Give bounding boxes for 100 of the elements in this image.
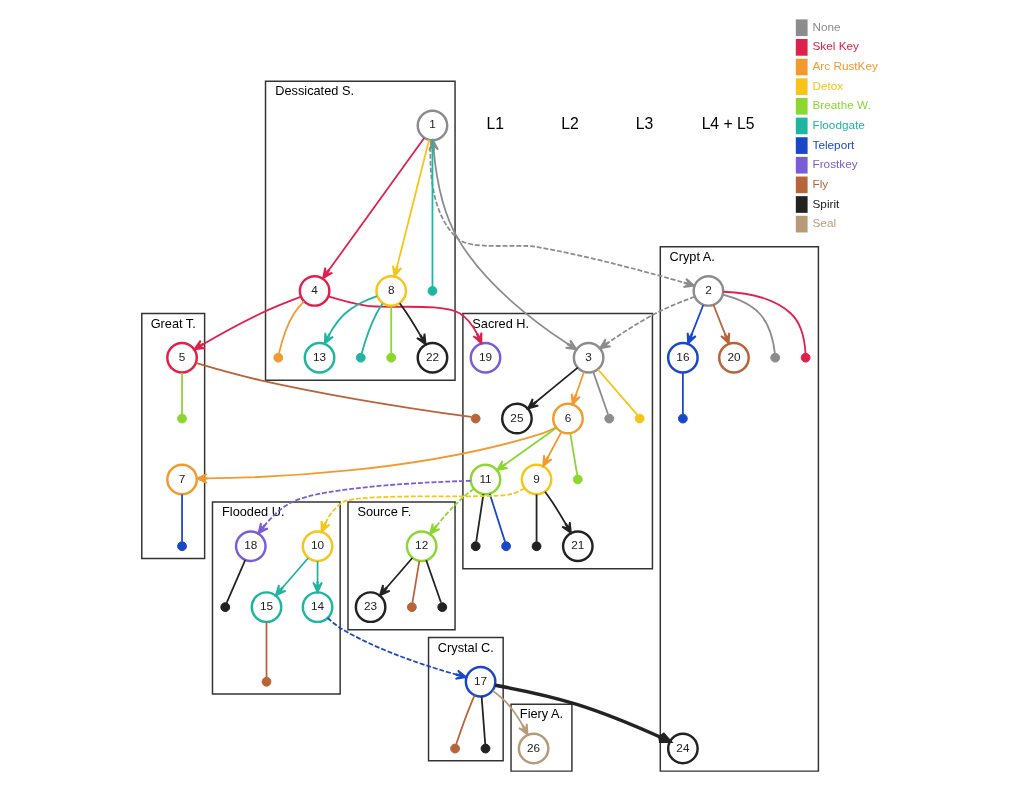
- connector: [424, 559, 442, 604]
- legend-label: Skel Key: [812, 39, 859, 53]
- label: L3: [635, 115, 653, 133]
- node-circle: 12: [405, 530, 438, 563]
- node-circle: [176, 541, 187, 552]
- node-circle: [470, 413, 481, 424]
- node-circle: 23: [354, 591, 387, 624]
- node-circle: 3: [572, 341, 605, 374]
- node-circle: [769, 352, 780, 363]
- arrow: [491, 689, 528, 736]
- connector: [474, 493, 484, 543]
- legend-label: Detox: [812, 78, 843, 92]
- label: L2: [560, 115, 579, 133]
- arrow: [686, 304, 704, 345]
- connector: [389, 305, 392, 355]
- node-circle: 26: [517, 732, 550, 765]
- node-circle: [531, 541, 541, 552]
- connector: [568, 432, 578, 476]
- connector: [180, 493, 183, 543]
- node-circle: [470, 541, 481, 552]
- node-circle: 20: [717, 341, 750, 374]
- node-circle: 16: [666, 341, 699, 374]
- connector: [194, 362, 472, 418]
- arrow: [494, 683, 671, 744]
- node-circle: [634, 413, 645, 424]
- connector: [360, 302, 383, 354]
- node-circle: [406, 602, 417, 613]
- arrow: [320, 487, 525, 533]
- connector: [480, 695, 486, 745]
- connector: [277, 300, 305, 354]
- arrow: [311, 560, 323, 594]
- node-circle: 4: [298, 274, 331, 307]
- connector: [681, 371, 684, 415]
- node-circle: 25: [500, 402, 533, 435]
- legend-label: Arc RustKey: [812, 59, 878, 73]
- connector: [535, 493, 537, 543]
- node-circle: 15: [250, 591, 282, 624]
- node-circle: [355, 352, 366, 363]
- arrow: [274, 557, 309, 597]
- connector: [488, 493, 506, 543]
- node-circle: 9: [520, 463, 552, 496]
- arrow: [378, 557, 413, 597]
- legend-label: Spirit: [812, 196, 839, 210]
- arrow: [326, 295, 482, 345]
- node-circle: [436, 602, 447, 613]
- arrow: [257, 479, 472, 535]
- legend-label: Breathe W.: [812, 98, 871, 112]
- legend-label: Teleport: [812, 137, 854, 151]
- node-circle: 8: [374, 274, 407, 307]
- node-circle: 5: [165, 341, 198, 374]
- arrow: [598, 295, 695, 350]
- legend-label: Fly: [812, 176, 828, 190]
- label: L4 + L5: [701, 115, 754, 133]
- arrow: [495, 427, 557, 472]
- arrow: [526, 366, 579, 410]
- arrow: [712, 304, 730, 345]
- arrow: [391, 138, 430, 278]
- arrow: [192, 296, 302, 351]
- label: L1: [486, 115, 504, 133]
- node-circle: 2: [691, 274, 724, 307]
- node-circle: [261, 676, 271, 687]
- node-circle: [219, 602, 230, 613]
- node-circle: 11: [469, 463, 501, 496]
- node-circle: 7: [165, 463, 198, 496]
- arrow: [398, 302, 426, 346]
- node-circle: 1: [416, 109, 448, 142]
- node-circle: [572, 474, 583, 485]
- legend-label: Frostkey: [812, 157, 858, 171]
- node-circle: [677, 413, 688, 424]
- connector: [591, 370, 609, 415]
- connector: [180, 371, 183, 415]
- arrow: [570, 370, 585, 406]
- node-circle: 24: [666, 732, 699, 765]
- connector: [721, 290, 806, 354]
- connector: [225, 559, 246, 604]
- node-circle: 18: [234, 530, 267, 563]
- legend-label: None: [812, 19, 841, 33]
- node-circle: [272, 352, 283, 363]
- arrow: [323, 295, 378, 345]
- legend-label: Seal: [812, 216, 836, 230]
- node-circle: [176, 413, 187, 424]
- node-circle: 10: [301, 530, 334, 563]
- connector: [411, 560, 420, 604]
- node-circle: 21: [561, 530, 594, 563]
- arrow: [543, 490, 572, 534]
- arrow: [541, 431, 562, 467]
- arrow: [428, 487, 475, 535]
- node-circle: 6: [551, 402, 584, 435]
- node-circle: 22: [416, 341, 448, 374]
- node-circle: [500, 541, 511, 552]
- node-circle: 19: [469, 341, 501, 374]
- arrow: [326, 617, 467, 680]
- node-circle: [427, 286, 437, 296]
- connector: [721, 293, 776, 354]
- node-circle: [800, 352, 811, 363]
- connector: [265, 621, 267, 679]
- node-circle: 17: [464, 665, 497, 698]
- node-circle: [385, 352, 396, 363]
- node-circle: [603, 413, 614, 424]
- node-circle: [449, 743, 460, 754]
